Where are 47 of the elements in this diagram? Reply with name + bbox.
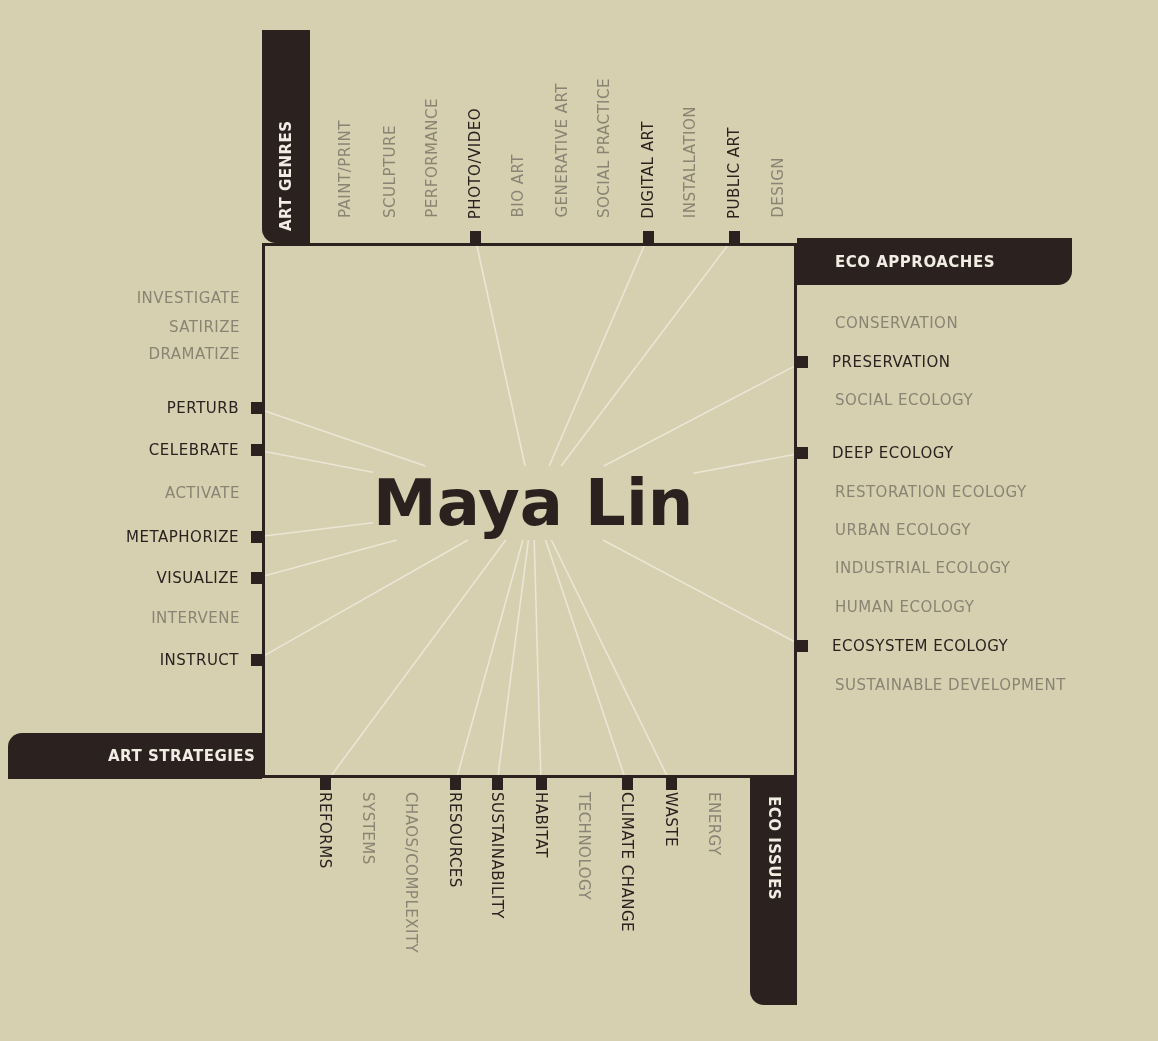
category-label: HUMAN ECOLOGY bbox=[835, 598, 975, 616]
category-label: ENERGY bbox=[705, 792, 723, 856]
category-label: DRAMATIZE bbox=[148, 345, 240, 363]
category-label: SCULPTURE bbox=[381, 125, 399, 218]
category-label: INVESTIGATE bbox=[136, 289, 240, 307]
center-title: Maya Lin bbox=[373, 466, 694, 540]
category-item: RESOURCES bbox=[446, 792, 464, 888]
category-item: METAPHORIZE bbox=[126, 528, 239, 546]
category-tab: ECO APPROACHES bbox=[797, 238, 1072, 285]
category-label: SOCIAL ECOLOGY bbox=[835, 391, 974, 409]
category-item: PERTURB bbox=[166, 399, 239, 417]
category-label: SATIRIZE bbox=[168, 318, 240, 336]
category-item: PRESERVATION bbox=[832, 353, 951, 371]
category-label: RESTORATION ECOLOGY bbox=[835, 483, 1027, 501]
category-item: PHOTO/VIDEO bbox=[466, 107, 484, 219]
category-item: DIGITAL ART bbox=[639, 121, 657, 219]
category-label: CONSERVATION bbox=[835, 314, 959, 332]
category-label: TECHNOLOGY bbox=[575, 792, 593, 901]
category-tab: ECO ISSUES bbox=[750, 778, 797, 1005]
category-item: DEEP ECOLOGY bbox=[832, 444, 954, 462]
category-item: CLIMATE CHANGE bbox=[618, 792, 636, 933]
category-label: CHAOS/COMPLEXITY bbox=[402, 792, 420, 954]
category-item: PUBLIC ART bbox=[725, 126, 743, 219]
category-item: VISUALIZE bbox=[156, 569, 239, 587]
category-tab: ART GENRES bbox=[262, 30, 310, 243]
category-label: BIO ART bbox=[509, 154, 527, 218]
category-item: HABITAT bbox=[532, 792, 550, 858]
category-tab: ART STRATEGIES bbox=[8, 733, 262, 779]
category-label: PAINT/PRINT bbox=[336, 120, 354, 218]
category-label: PERFORMANCE bbox=[423, 98, 441, 218]
category-label: URBAN ECOLOGY bbox=[835, 521, 971, 539]
category-label: DESIGN bbox=[769, 157, 787, 218]
category-item: WASTE bbox=[662, 792, 680, 847]
category-item: INSTRUCT bbox=[159, 651, 239, 669]
category-label: INDUSTRIAL ECOLOGY bbox=[835, 559, 1011, 577]
category-item: ECOSYSTEM ECOLOGY bbox=[832, 637, 1009, 655]
category-label: GENERATIVE ART bbox=[553, 83, 571, 218]
category-label: ACTIVATE bbox=[164, 484, 240, 502]
category-label: SYSTEMS bbox=[359, 792, 377, 865]
category-item: SUSTAINABILITY bbox=[488, 792, 506, 919]
category-label: SOCIAL PRACTICE bbox=[595, 78, 613, 218]
category-item: REFORMS bbox=[316, 792, 334, 869]
center-square bbox=[262, 243, 797, 778]
category-label: INSTALLATION bbox=[681, 105, 699, 218]
category-item: CELEBRATE bbox=[148, 441, 239, 459]
category-label: SUSTAINABLE DEVELOPMENT bbox=[835, 676, 1066, 694]
category-label: INTERVENE bbox=[151, 609, 240, 627]
